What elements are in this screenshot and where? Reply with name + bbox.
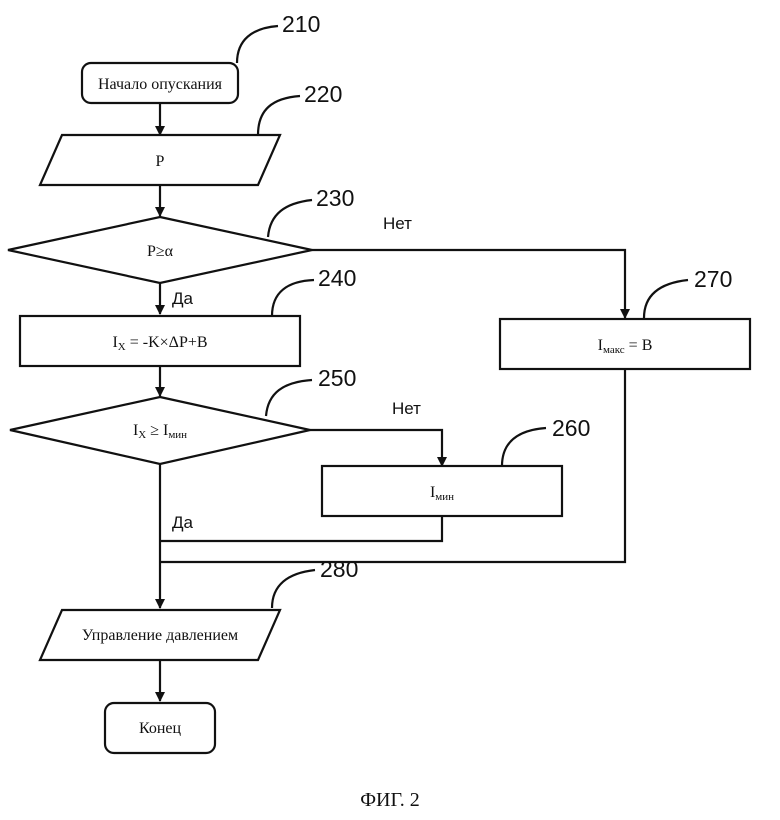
end-label: Конец (139, 720, 182, 737)
min-sub: мин (435, 491, 454, 503)
start-label: Начало опускания (98, 76, 223, 93)
compute-sub: X (118, 341, 126, 353)
arrow-decision-no (312, 250, 625, 318)
ref-leaders (237, 26, 688, 608)
ref-210: 210 (282, 11, 320, 37)
node-set-max: Iмакс = B (500, 319, 750, 369)
decision-2-sub2: мин (168, 429, 187, 441)
decision-2-sub1: X (138, 429, 146, 441)
leader-220 (258, 96, 300, 135)
node-input-p: P (40, 135, 280, 185)
node-decision-ix: IX ≥ Iмин (10, 397, 310, 464)
ref-240: 240 (318, 265, 356, 291)
ref-280: 280 (320, 556, 358, 582)
compute-rest: = -K×ΔP+B (126, 334, 208, 351)
ref-230: 230 (316, 185, 354, 211)
node-start: Начало опускания (82, 63, 238, 103)
label-yes-250: Да (172, 513, 194, 532)
node-compute-ix: IX = -K×ΔP+B (20, 316, 300, 366)
leader-210 (237, 26, 278, 63)
label-no-230: Нет (383, 214, 412, 233)
node-end: Конец (105, 703, 215, 753)
decision-2-mid: ≥ I (146, 422, 168, 439)
leader-230 (268, 200, 312, 237)
max-rest: = B (625, 337, 653, 354)
node-set-min: Iмин (322, 466, 562, 516)
leader-240 (272, 280, 314, 316)
node-decision-p: P≥α (8, 217, 312, 283)
decision-1-label: P≥α (147, 243, 174, 260)
ref-220: 220 (304, 81, 342, 107)
label-yes-230: Да (172, 289, 194, 308)
line-min-merge (160, 516, 442, 541)
ref-250: 250 (318, 365, 356, 391)
node-pressure-control: Управление давлением (40, 610, 280, 660)
leader-280 (272, 570, 315, 608)
input-label: P (156, 153, 165, 170)
arrow-decision2-no (310, 430, 442, 466)
ref-270: 270 (694, 266, 732, 292)
control-label: Управление давлением (82, 627, 238, 644)
leader-260 (502, 428, 546, 466)
label-no-250: Нет (392, 399, 421, 418)
compute-formula: IX = -K×ΔP+B (112, 334, 207, 353)
max-sub: макс (603, 344, 625, 356)
figure-caption: ФИГ. 2 (360, 789, 420, 811)
leader-250 (266, 380, 312, 416)
leader-270 (644, 280, 688, 318)
ref-260: 260 (552, 415, 590, 441)
